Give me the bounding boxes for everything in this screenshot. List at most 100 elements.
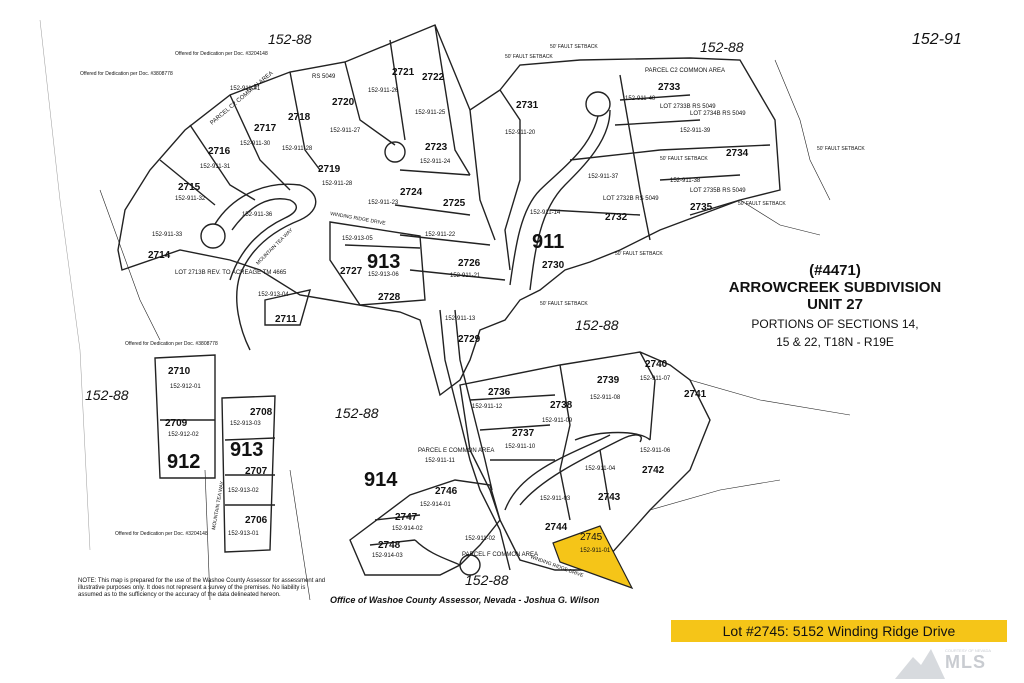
setback-label: 50' FAULT SETBACK xyxy=(505,54,553,60)
lot-2745-highlight[interactable] xyxy=(552,525,634,590)
apn-label: 152-911-20 xyxy=(505,130,536,136)
lot-number: 2736 xyxy=(488,387,511,398)
lot-number: 2709 xyxy=(165,418,188,429)
mls-watermark: MLS xyxy=(945,652,986,672)
apn-label: 152-911-06 xyxy=(640,448,671,454)
lot-number: 2708 xyxy=(250,407,273,418)
lot-number: 2744 xyxy=(545,522,568,533)
lot-number: 2728 xyxy=(378,292,401,303)
apn-label: 152-911-41 xyxy=(230,86,261,92)
lot-number: 2731 xyxy=(516,100,539,111)
apn-label: 152-911-09 xyxy=(542,418,573,424)
lot-number: 2720 xyxy=(332,97,355,108)
block-number: 913 xyxy=(367,251,400,273)
setback-label: 50' FAULT SETBACK xyxy=(738,201,786,207)
lot-number: 2732 xyxy=(605,212,628,223)
lot-number: 2733 xyxy=(658,82,681,93)
apn-label: 152-913-05 xyxy=(342,236,373,242)
apn-label: 152-913-02 xyxy=(228,488,259,494)
lot-number: 2741 xyxy=(684,389,707,400)
apn-label: 152-911-04 xyxy=(585,466,616,472)
mountain-logo-icon xyxy=(895,649,945,679)
lot-number: 2746 xyxy=(435,486,458,497)
apn-label: 152-911-31 xyxy=(200,164,231,170)
lot-number: 2725 xyxy=(443,198,466,209)
apn-label: 152-911-39 xyxy=(680,128,711,134)
lot-number: 2748 xyxy=(378,540,401,551)
lot-number: 2706 xyxy=(245,515,268,526)
apn-label: 152-911-38 xyxy=(670,178,701,184)
setback-label: 50' FAULT SETBACK xyxy=(660,156,708,162)
lot-number: 2715 xyxy=(178,182,201,193)
apn-label: 152-911-03 xyxy=(540,496,571,502)
apn-label: 152-911-27 xyxy=(330,128,361,134)
unit-number: UNIT 27 xyxy=(807,296,863,313)
apn-label: 152-911-01 xyxy=(580,548,611,554)
apn-label: 152-911-11 xyxy=(425,458,455,464)
apn-label: 152-913-06 xyxy=(368,272,399,278)
apn-label: 152-913-01 xyxy=(228,531,259,537)
book-label: 152-88 xyxy=(575,317,619,333)
lot-number: 2716 xyxy=(208,146,231,157)
apn-label: 152-911-10 xyxy=(505,444,536,450)
lot-address-text: Lot #2745: 5152 Winding Ridge Drive xyxy=(722,623,956,639)
apn-label: 152-911-30 xyxy=(240,141,271,147)
lot-number: 2722 xyxy=(422,72,445,83)
subdivision-title-block: (#4471) ARROWCREEK SUBDIVISION UNIT 27 P… xyxy=(700,262,970,349)
road-label: WINDING RIDGE DRIVE xyxy=(330,211,387,227)
apn-label: 152-911-02 xyxy=(465,536,496,542)
township-line: 15 & 22, T18N - R19E xyxy=(776,335,894,349)
lot-number: 2735 xyxy=(690,202,713,213)
apn-label: 152-911-24 xyxy=(420,159,451,165)
dedication-label: Offered for Dedication per Doc. #3204148 xyxy=(115,531,208,537)
apn-label: RS 5049 xyxy=(312,74,336,80)
block-number: 911 xyxy=(532,231,564,253)
rs-lot-label: LOT 2732B RS 5049 xyxy=(603,196,659,202)
apn-label: 152-911-23 xyxy=(368,200,399,206)
assessor-office: Office of Washoe County Assessor, Nevada… xyxy=(330,595,600,605)
apn-label: 152-914-02 xyxy=(392,526,423,532)
apn-label: 152-911-40 xyxy=(625,96,656,102)
apn-label: 152-912-01 xyxy=(170,384,201,390)
lot-number: 2740 xyxy=(645,359,668,370)
subdivision-name: ARROWCREEK SUBDIVISION xyxy=(728,279,942,296)
lot-number: 2707 xyxy=(245,466,268,477)
apn-label: 152-911-37 xyxy=(588,174,619,180)
lot-number: 2714 xyxy=(148,250,171,261)
watermark-caption: COURTESY OF NEVADA xyxy=(945,648,992,653)
lot-number: 2737 xyxy=(512,428,535,439)
rs-lot-label: LOT 2733B RS 5049 xyxy=(660,104,716,110)
lot-number: 2747 xyxy=(395,512,418,523)
rs-lot-label: LOT 2735B RS 5049 xyxy=(690,188,746,194)
rs-lot-label: LOT 2713B REV. TO ACREAGE TM 4665 xyxy=(175,270,287,276)
book-label: 152-88 xyxy=(85,387,129,403)
apn-label: 152-914-03 xyxy=(372,553,403,559)
lot-address-banner: Lot #2745: 5152 Winding Ridge Drive xyxy=(671,620,1007,642)
setback-label: 50' FAULT SETBACK xyxy=(615,251,663,257)
lot-number: 2734 xyxy=(726,148,749,159)
lot-number: 2742 xyxy=(642,465,665,476)
apn-label: 152-911-13 xyxy=(445,316,476,322)
lot-number: 2739 xyxy=(597,375,620,386)
book-label: 152-91 xyxy=(912,31,962,48)
apn-label: 152-911-32 xyxy=(175,196,206,202)
apn-label: 152-911-28 xyxy=(282,146,313,152)
apn-label: 152-911-36 xyxy=(242,212,273,218)
apn-label: 152-911-28 xyxy=(322,181,353,187)
dedication-label: Offered for Dedication per Doc. #3204148 xyxy=(175,51,268,57)
setback-label: 50' FAULT SETBACK xyxy=(540,301,588,307)
common-area-label: PARCEL C2 COMMON AREA xyxy=(645,68,725,74)
apn-label: 152-911-08 xyxy=(590,395,621,401)
lot-number: 2719 xyxy=(318,164,341,175)
lot-number: 2730 xyxy=(542,260,565,271)
book-label: 152-88 xyxy=(700,39,744,55)
lot-number: 2711 xyxy=(275,314,297,325)
setback-label: 50' FAULT SETBACK xyxy=(550,44,598,50)
apn-label: 152-911-22 xyxy=(425,232,456,238)
disclaimer-note: NOTE: This map is prepared for the use o… xyxy=(78,578,326,598)
setback-label: 50' FAULT SETBACK xyxy=(817,146,865,152)
apn-label: 152-911-33 xyxy=(152,232,183,238)
common-area-label: PARCEL F COMMON AREA xyxy=(462,552,538,558)
lot-number: 2723 xyxy=(425,142,448,153)
